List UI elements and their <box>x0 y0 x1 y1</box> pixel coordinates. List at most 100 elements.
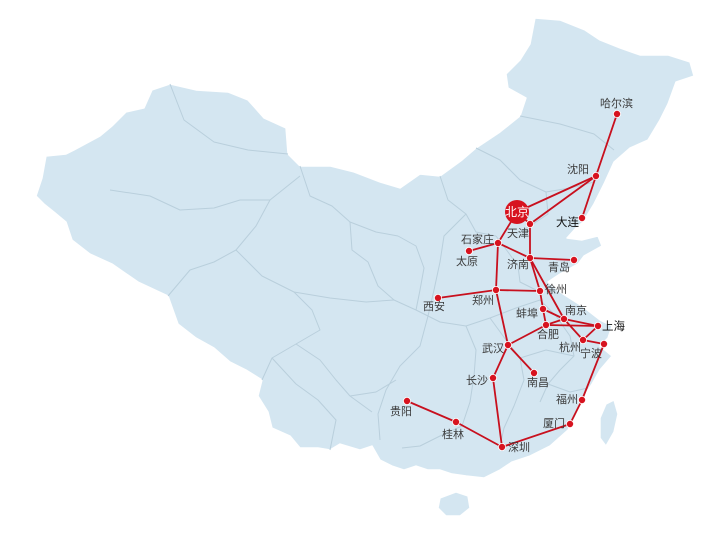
city-dot-changsha <box>488 373 497 382</box>
city-dot-shijiazhuang <box>493 238 502 247</box>
city-label-dalian: 大连 <box>556 215 579 229</box>
city-label-xuzhou: 徐州 <box>545 282 567 296</box>
city-dot-harbin <box>613 110 622 119</box>
route-nanjing-hangzhou <box>563 318 584 341</box>
city-shenyang[interactable]: 沈阳 <box>567 162 601 180</box>
city-harbin[interactable]: 哈尔滨 <box>600 96 633 119</box>
route-xian-zhengzhou <box>437 289 497 299</box>
city-label-qingdao: 青岛 <box>548 260 570 274</box>
hub-marker-beijing[interactable]: 北京 <box>505 200 529 224</box>
city-dot-hefei <box>542 320 551 329</box>
city-label-hangzhou: 杭州 <box>559 340 581 354</box>
city-xian[interactable]: 西安 <box>423 293 445 313</box>
city-markers: 哈尔滨沈阳大连天津石家庄太原 济南 青岛徐州郑州 西安 蚌埠 南京上海合肥杭州宁波 武汉长沙… <box>390 96 633 454</box>
city-dot-jinan <box>526 253 535 262</box>
city-dot-guilin <box>451 417 460 426</box>
city-shenzhen[interactable]: 深圳 <box>497 441 530 454</box>
route-wuhan-nanchang <box>507 344 535 374</box>
city-label-xian: 西安 <box>423 299 445 313</box>
city-shijiazhuang[interactable]: 石家庄 <box>461 232 502 247</box>
city-zhengzhou[interactable]: 郑州 <box>472 285 500 307</box>
city-label-harbin: 哈尔滨 <box>600 96 633 110</box>
city-dot-fuzhou <box>578 395 587 404</box>
route-xiamen-shenzhen <box>501 423 571 448</box>
city-label-nanchang: 南昌 <box>527 376 549 389</box>
route-jinan-nanjing <box>529 257 565 320</box>
hub-label: 北京 <box>505 205 529 219</box>
city-label-fuzhou: 福州 <box>556 392 578 406</box>
city-label-ningbo: 宁波 <box>580 346 602 360</box>
route-ningbo-fuzhou <box>581 343 605 401</box>
city-label-hefei: 合肥 <box>537 327 559 341</box>
city-dot-ningbo <box>600 339 609 348</box>
route-tianjin-shenyang <box>529 175 597 225</box>
city-label-jinan: 济南 <box>507 257 529 271</box>
city-label-shenyang: 沈阳 <box>567 162 589 176</box>
china-mainland-shape <box>35 17 695 479</box>
route-hefei-wuhan <box>507 324 547 346</box>
city-nanchang[interactable]: 南昌 <box>527 368 549 389</box>
route-beijing-shenyang <box>516 175 597 213</box>
city-dot-shanghai <box>594 321 603 330</box>
city-guiyang[interactable]: 贵阳 <box>390 396 412 418</box>
city-label-shanghai: 上海 <box>602 319 625 333</box>
city-dot-taiyuan <box>464 246 473 255</box>
city-qingdao[interactable]: 青岛 <box>548 255 579 274</box>
route-nanjing-shanghai <box>563 318 599 327</box>
city-dot-hangzhou <box>579 335 588 344</box>
city-taiyuan[interactable]: 太原 <box>456 246 478 268</box>
city-label-wuhan: 武汉 <box>482 342 504 355</box>
city-fuzhou[interactable]: 福州 <box>556 392 587 406</box>
city-dalian[interactable]: 大连 <box>556 213 587 229</box>
route-jinan-xuzhou <box>529 257 541 292</box>
taiwan-island-shape <box>599 399 619 447</box>
city-label-guilin: 桂林 <box>442 427 464 441</box>
hainan-island-shape <box>437 491 471 517</box>
city-nanjing[interactable]: 南京 <box>560 303 587 323</box>
route-wuhan-changsha <box>492 344 509 379</box>
hub-circle <box>505 200 529 224</box>
city-shanghai[interactable]: 上海 <box>594 319 625 333</box>
city-tianjin[interactable]: 天津 <box>507 219 535 240</box>
route-shijiazhuang-taiyuan <box>468 242 499 252</box>
city-hangzhou[interactable]: 杭州 <box>559 335 588 354</box>
city-label-shijiazhuang: 石家庄 <box>461 232 494 246</box>
city-label-zhengzhou: 郑州 <box>472 293 494 307</box>
city-hefei[interactable]: 合肥 <box>537 320 559 341</box>
city-dot-nanjing <box>560 314 569 323</box>
city-dot-dalian <box>578 213 587 222</box>
city-xiamen[interactable]: 厦门 <box>543 416 575 430</box>
route-shenyang-harbin <box>595 113 618 177</box>
route-jinan-qingdao <box>529 257 575 261</box>
route-shijiazhuang-jinan <box>497 242 531 259</box>
city-guilin[interactable]: 桂林 <box>442 417 464 441</box>
city-dot-tianjin <box>526 219 535 228</box>
city-label-xiamen: 厦门 <box>543 416 565 430</box>
city-label-tianjin: 天津 <box>507 227 529 240</box>
city-bengbu[interactable]: 蚌埠 <box>516 304 548 320</box>
city-label-shenzhen: 深圳 <box>508 441 530 454</box>
route-guilin-shenzhen <box>455 421 503 448</box>
route-changsha-shenzhen <box>492 377 503 448</box>
city-xuzhou[interactable]: 徐州 <box>536 282 567 296</box>
city-jinan[interactable]: 济南 <box>507 253 535 271</box>
route-zhengzhou-xuzhou <box>495 289 541 292</box>
route-zhengzhou-wuhan <box>495 289 509 346</box>
city-ningbo[interactable]: 宁波 <box>580 339 609 360</box>
route-fuzhou-xiamen <box>569 399 583 425</box>
city-label-nanjing: 南京 <box>565 303 587 317</box>
route-guiyang-guilin <box>406 400 457 423</box>
city-label-changsha: 长沙 <box>466 374 488 387</box>
city-dot-guiyang <box>402 396 411 405</box>
city-changsha[interactable]: 长沙 <box>466 373 497 387</box>
city-label-taiyuan: 太原 <box>456 255 478 268</box>
city-dot-xiamen <box>566 419 575 428</box>
city-label-guiyang: 贵阳 <box>390 405 412 418</box>
route-shijiazhuang-zhengzhou <box>495 242 499 291</box>
city-wuhan[interactable]: 武汉 <box>482 340 512 355</box>
city-dot-wuhan <box>503 340 512 349</box>
city-dot-zhengzhou <box>491 285 500 294</box>
city-dot-bengbu <box>539 304 548 313</box>
city-dot-shenyang <box>592 171 601 180</box>
